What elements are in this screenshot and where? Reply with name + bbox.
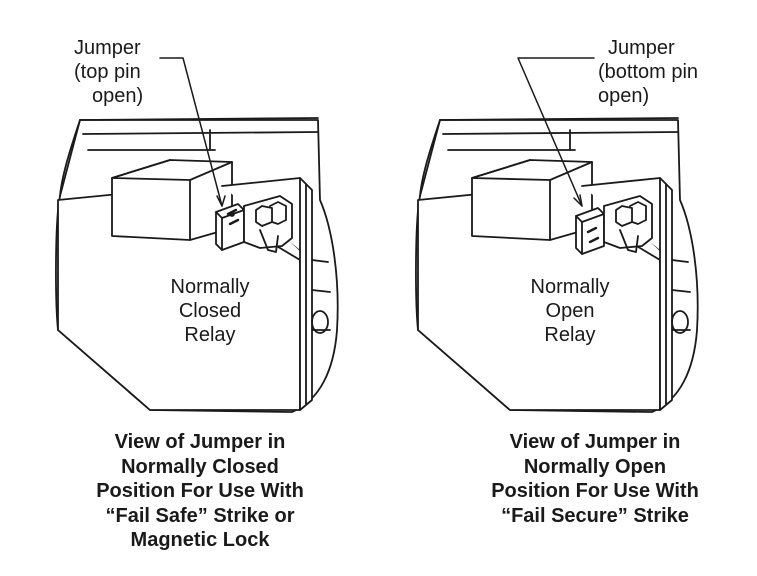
right-jumper-leader xyxy=(517,57,595,207)
left-caption-line-3: Position For Use With xyxy=(96,480,304,502)
left-jumper-label-line-3: open) xyxy=(92,85,144,107)
left-relay-label: Normally Closed Relay xyxy=(150,275,270,347)
right-jumper-label-line-1: Jumper xyxy=(608,37,675,59)
right-terminal-block xyxy=(603,195,653,249)
right-jumper-label-line-3: open) xyxy=(598,85,650,107)
right-relay-label-line-3: Relay xyxy=(544,324,596,346)
left-caption-line-4: “Fail Safe” Strike or xyxy=(105,504,295,527)
left-jumper-leader xyxy=(159,57,223,207)
right-caption-line-2: Normally Open xyxy=(523,455,667,478)
right-top-rib xyxy=(439,117,679,151)
left-jumper-label-line-1: Jumper xyxy=(74,37,141,59)
left-caption-line-5: Magnetic Lock xyxy=(130,529,270,551)
right-jumper-pins xyxy=(586,226,600,244)
left-jumper-label: Jumper (top pin open) xyxy=(74,36,143,108)
right-relay-label-line-2: Open xyxy=(545,300,595,322)
right-jumper-label-line-2: (bottom pin xyxy=(598,61,699,83)
right-caption: View of Jumper in Normally Open Position… xyxy=(455,430,735,528)
left-relay-label-line-2: Closed xyxy=(178,300,242,322)
right-caption-line-3: Position For Use With xyxy=(491,480,699,502)
right-caption-line-4: “Fail Secure” Strike xyxy=(501,504,689,527)
left-relay-label-line-3: Relay xyxy=(184,324,236,346)
left-caption: View of Jumper in Normally Closed Positi… xyxy=(60,430,340,553)
right-jumper-label: Jumper (bottom pin open) xyxy=(598,36,698,108)
right-caption-line-1: View of Jumper in xyxy=(509,431,681,453)
left-relay-label-line-1: Normally xyxy=(170,276,250,298)
left-rib-curve xyxy=(59,119,81,197)
left-caption-line-2: Normally Closed xyxy=(121,455,279,478)
right-relay-label-line-1: Normally xyxy=(530,276,610,298)
right-relay-label: Normally Open Relay xyxy=(510,275,630,347)
left-jumper-label-line-2: (top pin xyxy=(74,61,141,83)
left-caption-line-1: View of Jumper in xyxy=(114,431,286,453)
